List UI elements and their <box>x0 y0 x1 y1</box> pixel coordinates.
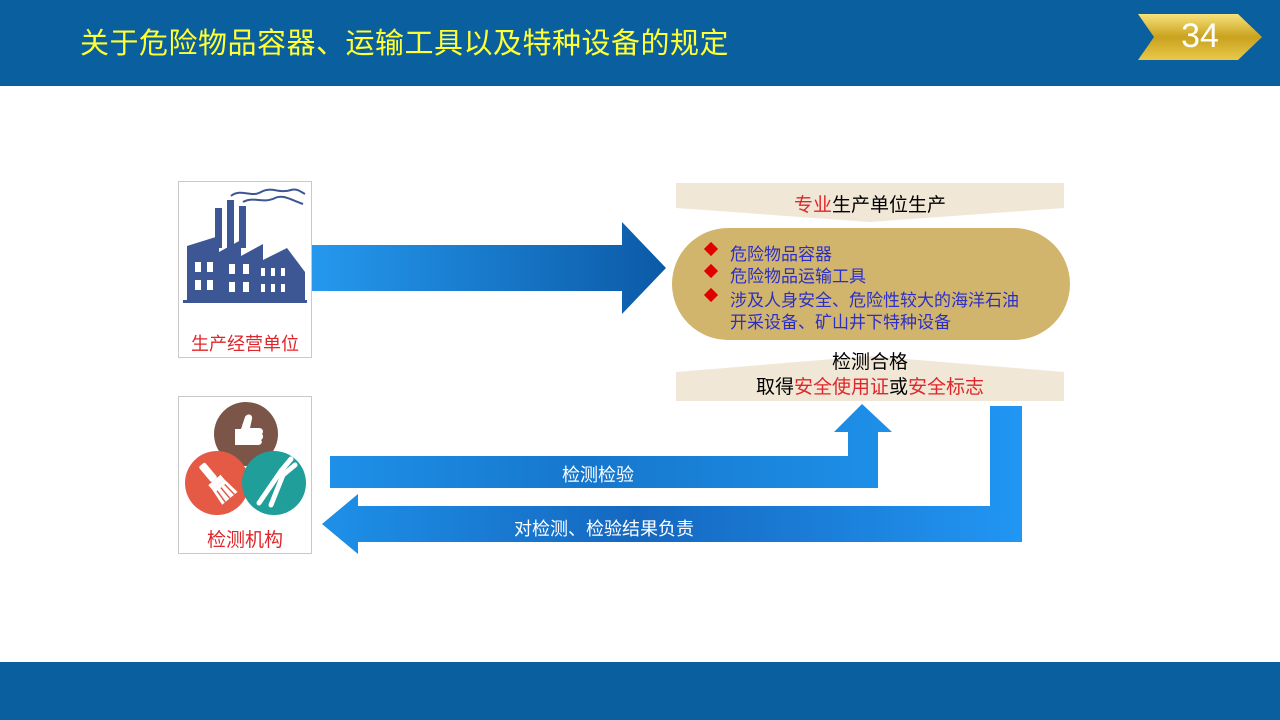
inspector-card: 检测机构 <box>178 396 312 554</box>
factory-icon <box>183 188 307 303</box>
responsible-label: 对检测、检验结果负责 <box>514 519 694 540</box>
diamond-bullet-icon <box>703 263 719 279</box>
inspector-label: 检测机构 <box>206 529 283 551</box>
inspect-label: 检测检验 <box>562 465 634 486</box>
regulated-items-oval: 危险物品容器 危险物品运输工具 涉及人身安全、危险性较大的海洋石油 开采设备、矿… <box>672 228 1070 340</box>
top-banner: 专业生产单位生产 <box>676 190 1064 217</box>
producer-label: 生产经营单位 <box>191 334 299 355</box>
header-bar <box>0 0 1280 86</box>
produce-arrow <box>312 222 666 314</box>
page-title: 关于危险物品容器、运输工具以及特种设备的规定 <box>80 26 730 60</box>
tools-icon <box>185 402 306 515</box>
producer-card: 生产经营单位 <box>178 181 312 358</box>
bottom-banner-line1: 检测合格 <box>831 351 908 373</box>
top-banner-rest: 生产单位生产 <box>832 194 947 216</box>
bottom-banner-line2: 取得安全使用证或安全标志 <box>755 376 985 398</box>
top-banner-highlight: 专业 <box>793 194 832 216</box>
list-item-continuation: 开采设备、矿山井下特种设备 <box>730 313 951 333</box>
list-item: 涉及人身安全、危险性较大的海洋石油 <box>703 286 1019 311</box>
page-badge-icon <box>1138 14 1262 60</box>
list-item: 危险物品容器 <box>703 240 832 265</box>
diamond-bullet-icon <box>703 241 719 257</box>
diamond-bullet-icon <box>703 287 719 303</box>
inspect-arrow <box>330 404 892 488</box>
responsible-arrow <box>322 406 1022 554</box>
page-number: 34 <box>1181 17 1219 55</box>
list-item: 危险物品运输工具 <box>703 262 866 287</box>
footer-bar <box>0 662 1280 720</box>
